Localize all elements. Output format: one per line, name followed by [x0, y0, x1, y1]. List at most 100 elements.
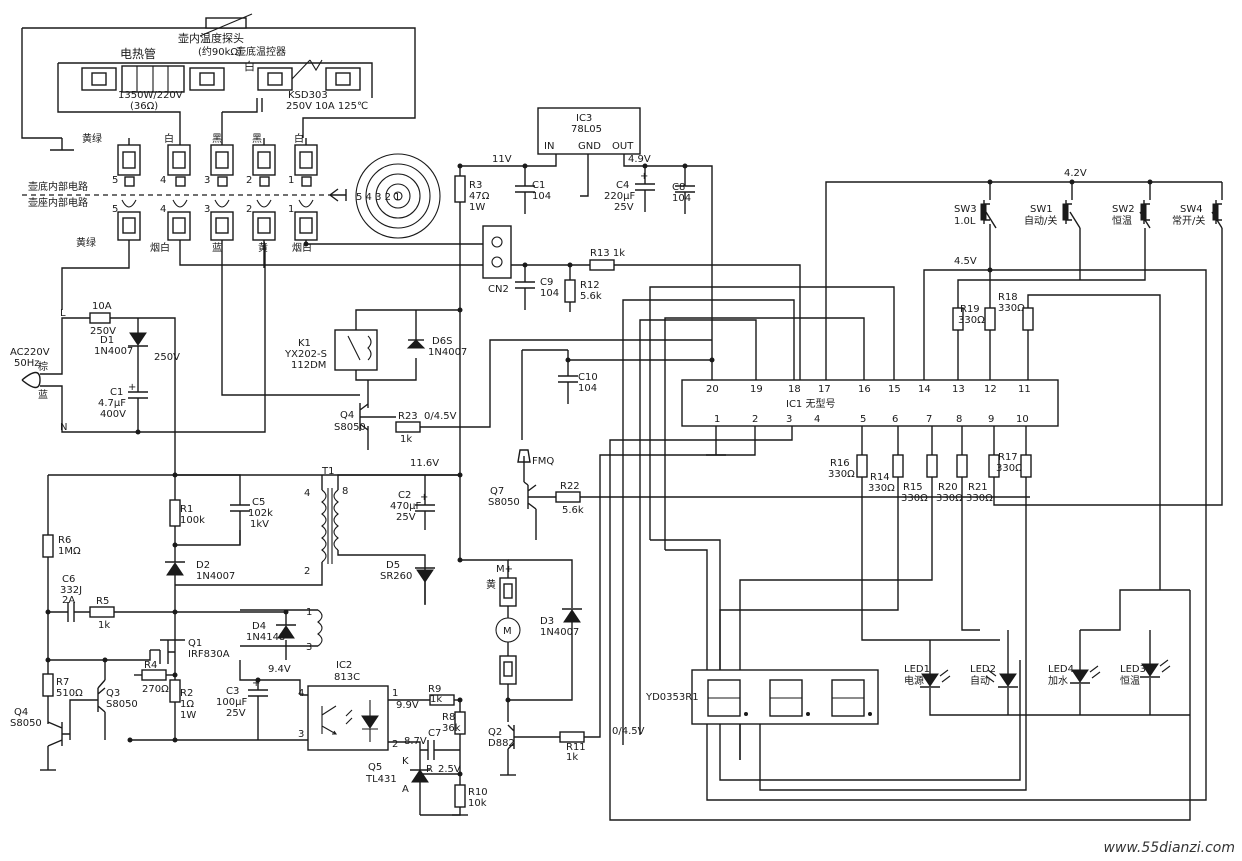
svg-text:R18: R18 — [998, 292, 1018, 303]
upper-color-2: 黑 — [252, 133, 262, 145]
svg-text:蓝: 蓝 — [38, 389, 48, 401]
svg-text:15: 15 — [888, 384, 901, 395]
svg-text:4: 4 — [298, 688, 304, 699]
switch-panel: 4.2V SW3 1.0L SW1 自动/关 SW2 恒温 SW4 — [954, 168, 1223, 280]
svg-text:R7: R7 — [56, 677, 69, 688]
svg-text:100μF: 100μF — [216, 697, 247, 708]
svg-text:R15: R15 — [903, 482, 923, 493]
coil-digits: 5 4 3 2 1 — [356, 192, 401, 203]
svg-text:FMQ: FMQ — [532, 456, 554, 467]
svg-text:电源: 电源 — [904, 674, 924, 687]
sw2-switch[interactable]: SW2 恒温 — [1112, 200, 1151, 229]
r23 — [395, 421, 421, 433]
svg-text:20: 20 — [706, 384, 719, 395]
probe-thermistor — [205, 17, 247, 29]
c2-d5: + C2 470μF 25V D5 SR260 — [380, 475, 435, 604]
svg-text:2A: 2A — [62, 595, 75, 606]
svg-text:5: 5 — [860, 414, 866, 425]
svg-text:1k: 1k — [98, 620, 110, 631]
r22 — [555, 491, 581, 503]
svg-text:SR260: SR260 — [380, 571, 412, 582]
svg-text:Q7: Q7 — [490, 486, 504, 497]
r4 — [141, 669, 167, 681]
probe-label: 壶内温度探头 — [178, 31, 244, 45]
display-model: YD0353R1 — [645, 692, 699, 703]
svg-text:12: 12 — [984, 384, 997, 395]
svg-text:GND: GND — [578, 141, 601, 152]
svg-text:R5: R5 — [96, 596, 109, 607]
svg-text:104: 104 — [578, 383, 597, 394]
lower-circuit-title: 壶座内部电路 — [28, 196, 88, 209]
transformer-t1: T1 4 8 2 1 3 11.6V — [175, 458, 463, 653]
svg-text:3: 3 — [204, 175, 210, 186]
svg-text:R17: R17 — [998, 452, 1018, 463]
svg-text:13: 13 — [952, 384, 965, 395]
svg-text:YX202-S: YX202-S — [284, 349, 327, 360]
svg-text:11V: 11V — [492, 154, 512, 165]
svg-text:6: 6 — [892, 414, 898, 425]
svg-text:R1: R1 — [180, 504, 193, 515]
svg-text:C10: C10 — [578, 372, 598, 383]
svg-text:恒温: 恒温 — [1112, 214, 1132, 227]
upper-color-4: 白 — [164, 132, 174, 145]
svg-text:510Ω: 510Ω — [56, 688, 83, 699]
svg-text:C1: C1 — [110, 387, 123, 398]
heater-resistance: (36Ω) — [130, 101, 158, 112]
seven-segment-display: YD0353R1 — [645, 539, 879, 760]
ic3-model: 78L05 — [571, 124, 602, 135]
svg-text:470μF: 470μF — [390, 501, 421, 512]
svg-text:C3: C3 — [226, 686, 239, 697]
lower-color-1: 烟白 — [292, 241, 312, 254]
thermostat-label: 壶底温控器 — [236, 45, 286, 58]
svg-text:K: K — [402, 756, 409, 767]
lower-color-5: 黄绿 — [76, 236, 96, 249]
svg-text:R19: R19 — [960, 304, 980, 315]
svg-text:1MΩ: 1MΩ — [58, 546, 81, 557]
ic1-controller: IC1 无型号 20 19 18 17 16 15 14 13 12 11 1 … — [609, 181, 1222, 821]
r20 — [956, 454, 968, 478]
svg-text:1Ω: 1Ω — [180, 699, 194, 710]
svg-text:Q4: Q4 — [340, 410, 354, 421]
svg-text:8: 8 — [956, 414, 962, 425]
probe-value: (约90kΩ) — [198, 45, 242, 58]
svg-text:1: 1 — [306, 607, 312, 618]
svg-text:A: A — [402, 784, 409, 795]
sw1-switch[interactable]: SW1 自动/关 — [1024, 200, 1081, 280]
svg-text:50Hz: 50Hz — [14, 358, 40, 369]
svg-text:19: 19 — [750, 384, 763, 395]
svg-text:112DM: 112DM — [291, 360, 326, 371]
r5 — [89, 606, 115, 618]
sw3-switch[interactable]: SW3 1.0L — [954, 200, 997, 250]
primary-side: R1 100k C5 102k 1kV D2 1N4007 R6 1MΩ C6 … — [10, 474, 300, 771]
svg-text:4.7μF: 4.7μF — [98, 398, 126, 409]
svg-text:加水: 加水 — [1048, 675, 1068, 687]
svg-text:K1: K1 — [298, 338, 311, 349]
svg-text:LED3: LED3 — [1120, 664, 1146, 675]
svg-text:LED2: LED2 — [970, 664, 996, 675]
svg-text:1k: 1k — [566, 752, 578, 763]
svg-text:332J: 332J — [60, 585, 82, 596]
svg-text:2: 2 — [392, 739, 398, 750]
svg-text:C9: C9 — [540, 277, 553, 288]
svg-text:4.2V: 4.2V — [1064, 168, 1087, 179]
sw4-switch[interactable]: SW4 常开/关 — [1172, 200, 1223, 229]
svg-text:1k: 1k — [430, 694, 442, 705]
ksd-model: KSD303 — [288, 90, 328, 101]
svg-text:LED1: LED1 — [904, 664, 930, 675]
r15 — [926, 454, 938, 478]
svg-text:25V: 25V — [226, 708, 246, 719]
svg-text:R4: R4 — [144, 660, 157, 671]
r12 — [564, 279, 576, 303]
svg-text:330Ω: 330Ω — [966, 493, 993, 504]
svg-text:100k: 100k — [180, 515, 205, 526]
led2: LED2 自动 — [970, 630, 1018, 715]
ic3-regulator: IC3 78L05 IN GND OUT 11V 4.9V R3 47Ω 1W … — [454, 107, 713, 380]
svg-text:Q2: Q2 — [488, 727, 502, 738]
r6 — [42, 534, 54, 558]
r10 — [454, 784, 466, 808]
svg-text:4.9V: 4.9V — [628, 154, 651, 165]
svg-text:SW3: SW3 — [954, 204, 977, 215]
heater-power: 1350W/220V — [118, 90, 183, 101]
svg-text:D3: D3 — [540, 616, 554, 627]
heater-label: 电热管 — [120, 46, 156, 61]
